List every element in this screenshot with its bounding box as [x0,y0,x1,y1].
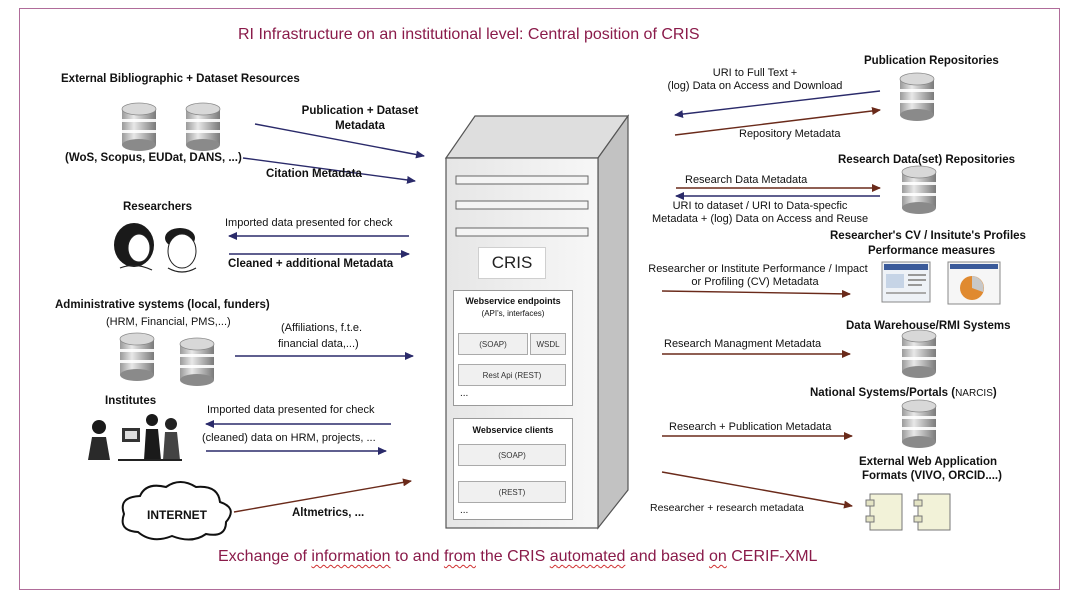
rd-metadata-label: Research Data Metadata [685,174,808,186]
arrow-citation [242,157,416,184]
cv-profile-thumbnails [881,261,1001,305]
ext-web-app-title-1: External Web Application [859,456,998,468]
soap-client[interactable]: (SOAP) [458,444,566,466]
institutes-label: Institutes [105,395,157,407]
rd-repositories-title: Research Data(set) Repositories [838,154,1016,166]
rr-metadata-label: Researcher + research metadata [650,502,804,514]
web-app-icons [865,493,951,531]
webservice-endpoints-panel: Webservice endpoints (API's, interfaces)… [453,290,573,406]
database-icon-rd-repo [901,165,937,215]
arrow-rr-metadata [661,471,853,509]
footer-part-1: Exchange of [218,548,312,565]
footer-part-5: CERIF-XML [726,548,818,565]
soap-endpoint[interactable]: (SOAP) [458,333,528,355]
admin-systems-sub: (HRM, Financial, PMS,...) [106,316,231,328]
uri-dataset-label-2: Metadata + (log) Data on Access and Reus… [652,213,869,225]
pub-metadata-label-2: Metadata [335,120,385,132]
database-icon-admin-1 [119,332,155,382]
webservice-clients-panel: Webservice clients (SOAP) (REST) ... [453,418,573,520]
clients-more: ... [460,505,469,516]
repository-metadata-label: Repository Metadata [739,128,841,140]
footer-part-3: the CRIS [475,548,550,565]
rm-metadata-label: Research Managment Metadata [664,338,822,350]
pub-metadata-label-1: Publication + Dataset [301,105,419,117]
data-warehouse-title: Data Warehouse/RMI Systems [846,320,1011,332]
arrow-altmetrics [233,478,412,513]
internet-cloud-icon [121,481,232,541]
footer-part-2: to and [390,548,444,565]
uri-fulltext-label-2: (log) Data on Access and Download [667,80,843,92]
arrow-uri-fulltext [674,90,881,119]
arrow-performance [661,289,851,298]
footer-part-4: and based [625,548,709,565]
cris-label-box: CRIS [478,247,546,279]
footer-word-automated: automated [549,548,626,565]
cv-profiles-title: Researcher's CV / Insitute's Profiles [830,230,1026,242]
rest-client[interactable]: (REST) [458,481,566,503]
database-icon-bib-1 [121,102,157,152]
citation-metadata-label: Citation Metadata [266,168,362,180]
bib-resources-title: External Bibliographic + Dataset Resourc… [61,73,300,85]
diagram-frame [19,8,1060,590]
pub-repositories-title: Publication Repositories [864,55,999,67]
rest-api-endpoint[interactable]: Rest Api (REST) [458,364,566,386]
footer-word-information: information [311,548,391,565]
endpoints-more: ... [460,388,469,399]
endpoints-title: Webservice endpoints [465,296,561,306]
ext-web-app-title-2: Formats (VIVO, ORCID....) [862,470,1002,482]
database-icon-national [901,399,937,449]
database-icon-pub-repo [899,72,935,122]
institutes-icon [82,412,184,462]
narcis-text: NARCIS [955,388,993,399]
cris-label: CRIS [491,253,533,272]
arrow-pub-metadata [254,123,425,159]
diagram-footer: Exchange of information to and from the … [218,548,817,566]
rp-metadata-label: Research + Publication Metadata [669,421,832,433]
database-icon-bib-2 [185,102,221,152]
database-icon-dw [901,329,937,379]
affiliations-label-2: financial data,...) [278,338,359,350]
researchers-label: Researchers [123,201,193,213]
imported-check-label: Imported data presented for check [225,217,393,229]
database-icon-admin-2 [179,337,215,387]
admin-systems-title: Administrative systems (local, funders) [55,299,270,311]
arrow-repo-metadata [674,106,881,136]
cleaned-metadata-label: Cleaned + additional Metadata [228,258,394,270]
wsdl-endpoint[interactable]: WSDL [530,333,566,355]
uri-fulltext-label-1: URI to Full Text + [712,67,798,79]
performance-label-2: or Profiling (CV) Metadata [691,276,819,288]
uri-dataset-label-1: URI to dataset / URI to Data-specfic [672,200,848,212]
diagram-title: RI Infrastructure on an institutional le… [238,26,700,43]
affiliations-label-1: (Affiliations, f.t.e. [281,322,363,334]
cleaned-hrm-label: (cleaned) data on HRM, projects, ... [202,432,376,444]
internet-label: INTERNET [147,508,207,522]
performance-label-1: Researcher or Institute Performance / Im… [648,263,868,275]
clients-title: Webservice clients [472,425,554,435]
footer-word-from: from [443,548,476,565]
national-systems-close: ) [992,387,997,399]
altmetrics-label: Altmetrics, ... [292,507,365,519]
footer-word-on: on [708,548,727,565]
national-systems-text: National Systems/Portals ( [810,387,956,399]
national-systems-title: National Systems/Portals (NARCIS) [810,387,997,399]
endpoints-subtitle: (API's, interfaces) [481,309,545,318]
performance-measures-title: Performance measures [868,245,996,257]
flow-arrows [205,90,881,513]
imported-check-label-2: Imported data presented for check [207,404,375,416]
bib-resources-sub: (WoS, Scopus, EUDat, DANS, ...) [65,152,242,164]
researchers-icon [114,223,197,273]
